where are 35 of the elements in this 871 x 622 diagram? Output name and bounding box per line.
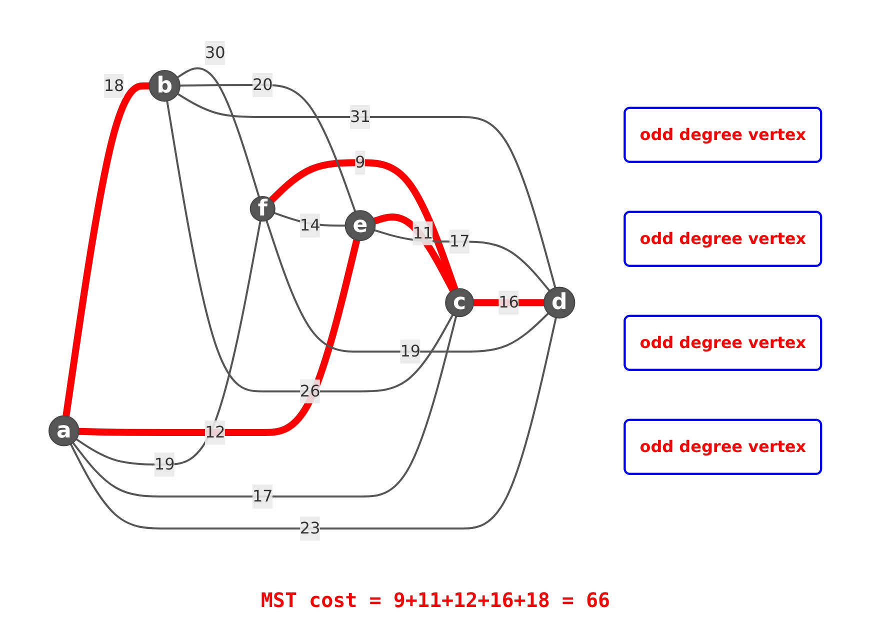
edge-label: 19 xyxy=(400,342,421,361)
connector xyxy=(76,220,262,466)
connector xyxy=(180,84,357,212)
edge-label: 31 xyxy=(350,107,371,126)
edge-label: 19 xyxy=(154,454,176,474)
connector xyxy=(72,316,458,498)
node-circle: f xyxy=(250,196,276,222)
connector xyxy=(166,101,454,393)
connector xyxy=(79,240,361,436)
edge-label: 26 xyxy=(300,382,321,401)
node-circle: b xyxy=(149,70,181,102)
edge-label: 17 xyxy=(252,486,274,506)
connector xyxy=(178,93,557,288)
edge-label: 17 xyxy=(450,232,470,251)
connector xyxy=(274,212,346,227)
edge-label: 9 xyxy=(356,152,366,172)
edge-label: 16 xyxy=(499,292,520,312)
edge-label: 11 xyxy=(413,224,434,243)
connector xyxy=(269,159,459,291)
edge-label: 14 xyxy=(300,216,321,235)
edge-label: 23 xyxy=(300,518,321,538)
connector xyxy=(474,299,544,306)
connector xyxy=(70,318,558,530)
node-circle: e xyxy=(345,210,376,242)
node-circle: c xyxy=(446,288,475,318)
edge-label: 12 xyxy=(205,422,226,442)
connector xyxy=(266,220,550,353)
node-circle: a xyxy=(48,416,80,447)
connector xyxy=(177,68,260,198)
edge-label: 18 xyxy=(104,76,125,96)
node-circle: d xyxy=(544,287,576,319)
caption: MST cost = 9+11+12+16+18 = 66 xyxy=(260,588,610,612)
connector xyxy=(374,229,551,292)
edge-label: 30 xyxy=(205,43,226,62)
edge-label: 20 xyxy=(252,75,274,94)
